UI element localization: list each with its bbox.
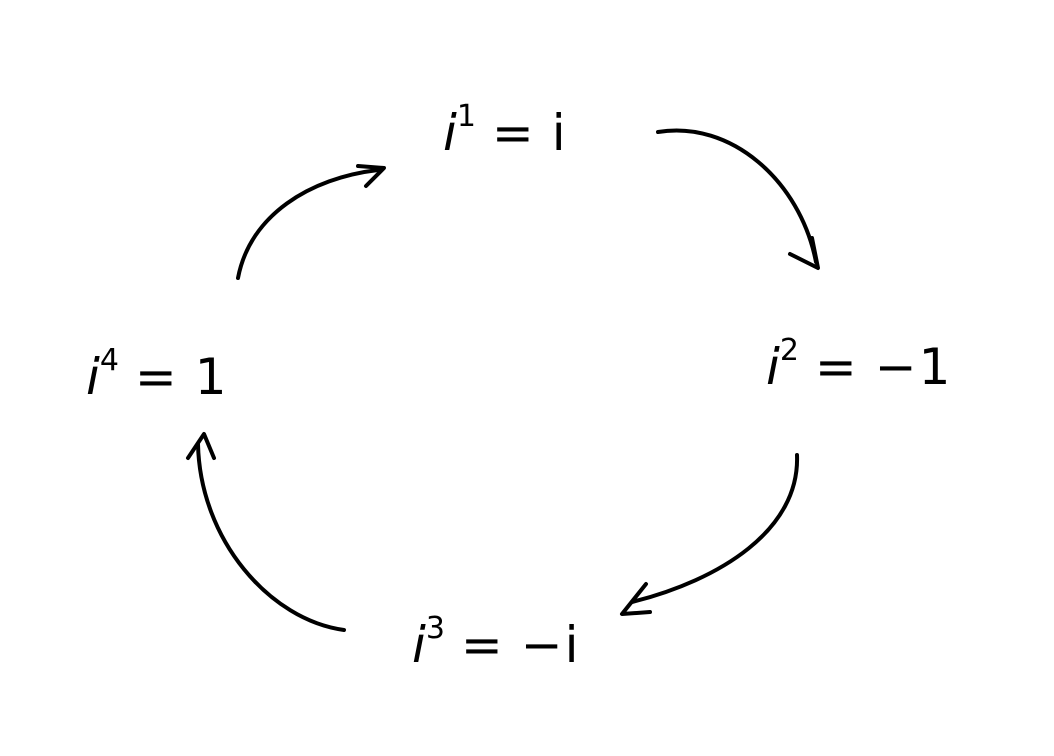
arrow-4-to-1 [236, 168, 380, 280]
node-value: i [551, 104, 568, 162]
arrowhead-1-to-2 [788, 236, 820, 270]
node-equals: = [134, 348, 179, 406]
node-base: i [766, 338, 780, 396]
node-i-power-3: i3 = −i [412, 614, 581, 670]
node-value: −i [520, 616, 581, 674]
node-exponent: 2 [779, 333, 799, 369]
arrow-2-to-3 [630, 453, 800, 604]
node-i-power-1: i1 = i [443, 102, 568, 158]
node-base: i [412, 616, 426, 674]
node-base: i [443, 104, 457, 162]
node-i-power-2: i2 = −1 [766, 336, 952, 392]
node-exponent: 4 [99, 343, 119, 379]
node-value: 1 [194, 348, 229, 406]
node-i-power-4: i4 = 1 [86, 346, 229, 402]
arrow-3-to-4 [196, 442, 346, 632]
arrowhead-3-to-4 [186, 432, 216, 460]
node-equals: = [814, 338, 859, 396]
arrowhead-4-to-1 [356, 164, 386, 188]
node-exponent: 1 [456, 99, 476, 135]
arrowhead-2-to-3 [620, 582, 652, 616]
arrow-1-to-2 [656, 128, 818, 264]
node-exponent: 3 [425, 611, 445, 647]
node-equals: = [491, 104, 536, 162]
node-base: i [86, 348, 100, 406]
node-value: −1 [874, 338, 953, 396]
node-equals: = [460, 616, 505, 674]
